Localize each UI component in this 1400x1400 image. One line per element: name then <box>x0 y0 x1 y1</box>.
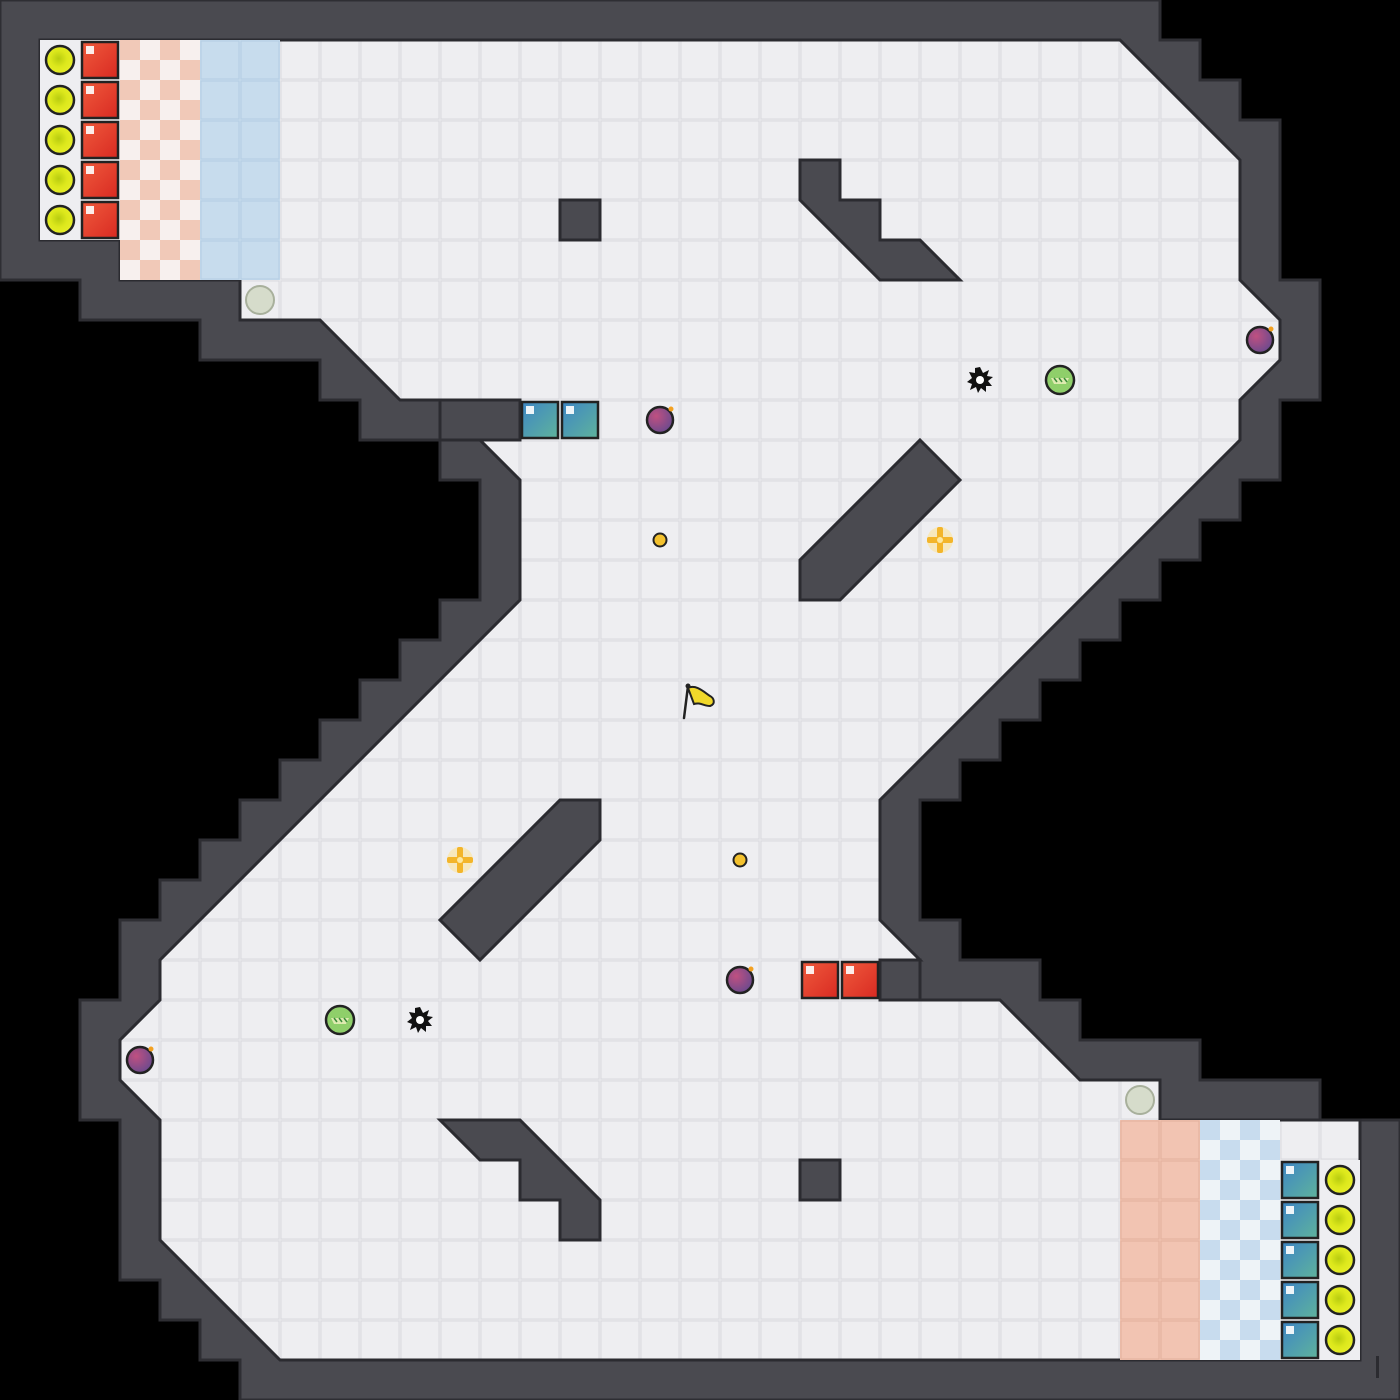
blue-player-1[interactable] <box>1280 1160 1320 1200</box>
red-player-center-1[interactable] <box>800 960 840 1000</box>
ball-icon <box>1324 1164 1356 1196</box>
red-team-balls <box>44 44 76 236</box>
obstacle-ledge-top <box>438 398 522 442</box>
ball-icon <box>44 124 76 156</box>
blue-player-2[interactable] <box>1280 1200 1320 1240</box>
boost-icon <box>324 1004 356 1036</box>
obstacle-step-top <box>798 158 964 282</box>
ball-icon <box>44 84 76 116</box>
ball-icon <box>44 204 76 236</box>
ball-icon <box>1324 1204 1356 1236</box>
ball-icon <box>1324 1324 1356 1356</box>
red-team-players[interactable] <box>80 40 880 1000</box>
coin-icon <box>732 852 748 868</box>
red-player-3[interactable] <box>80 120 120 160</box>
bomb-icon[interactable] <box>645 405 675 435</box>
blue-player-center-2[interactable] <box>560 400 600 440</box>
ball-icon <box>1324 1244 1356 1276</box>
blue-player-5[interactable] <box>1280 1320 1320 1360</box>
ball-icon <box>44 44 76 76</box>
obstacle-ledge-bottom <box>878 958 922 1002</box>
ball-icon <box>1324 1284 1356 1316</box>
obstacle-block-top <box>558 198 602 242</box>
blue-player-center-1[interactable] <box>520 400 560 440</box>
powerups <box>447 527 953 873</box>
red-player-5[interactable] <box>80 200 120 240</box>
ball-icon <box>44 164 76 196</box>
bomb-icon[interactable] <box>725 965 755 995</box>
powerup-icon <box>927 527 953 553</box>
blue-player-3[interactable] <box>1280 1240 1320 1280</box>
blue-team-zone <box>200 40 1280 1360</box>
red-player-2[interactable] <box>80 80 120 120</box>
coin-icon <box>652 532 668 548</box>
obstacle-diagonal-bottom <box>437 798 602 963</box>
red-player-1[interactable] <box>80 40 120 80</box>
powerup-icon <box>447 847 473 873</box>
blue-team-balls <box>1324 1164 1356 1356</box>
portal-icon[interactable] <box>1125 1085 1155 1115</box>
blue-team-players[interactable] <box>520 400 1320 1360</box>
boost-icon <box>1044 364 1076 396</box>
obstacle-step-bottom <box>436 1118 602 1242</box>
red-team-zone <box>120 40 1200 1360</box>
flag-icon[interactable] <box>682 683 715 720</box>
red-player-center-2[interactable] <box>840 960 880 1000</box>
obstacle-block-bottom <box>798 1158 842 1202</box>
portal-icon[interactable] <box>245 285 275 315</box>
obstacles <box>436 158 964 1242</box>
spike-icon <box>967 367 993 393</box>
blue-player-4[interactable] <box>1280 1280 1320 1320</box>
bomb-icon[interactable] <box>125 1045 155 1075</box>
bomb-icon[interactable] <box>1245 325 1275 355</box>
obstacle-diagonal-top <box>798 437 963 602</box>
boosts <box>324 364 1076 1036</box>
red-player-4[interactable] <box>80 160 120 200</box>
spike-icon <box>407 1007 433 1033</box>
bombs[interactable] <box>125 325 1275 1075</box>
spikes <box>407 367 993 1033</box>
edge-marker <box>1376 1356 1379 1378</box>
